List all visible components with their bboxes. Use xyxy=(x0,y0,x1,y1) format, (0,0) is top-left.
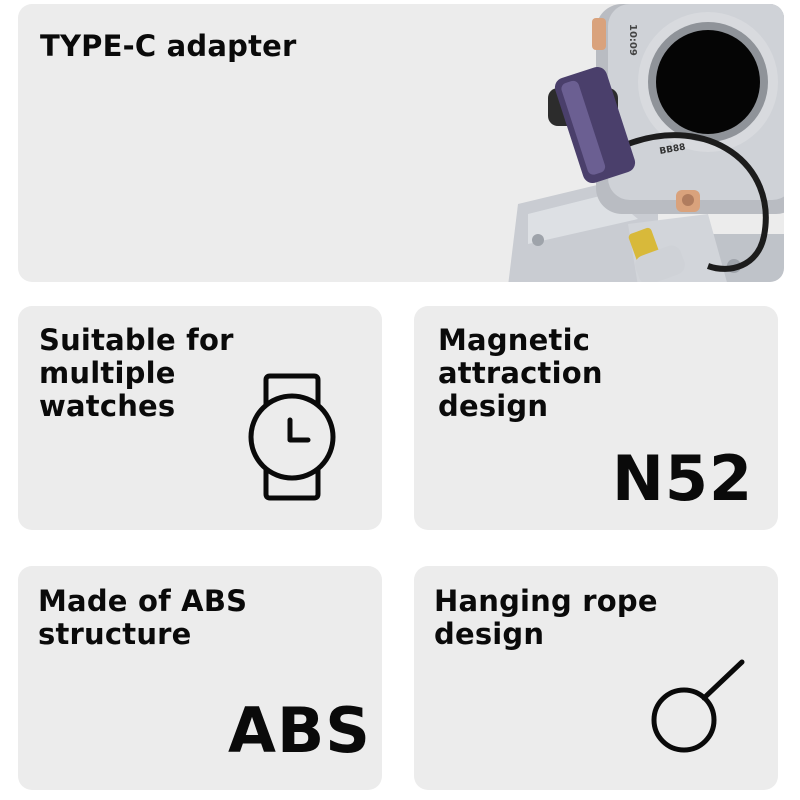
watch-icon xyxy=(244,372,340,502)
rope-card: Hanging rope design xyxy=(414,566,778,790)
material-card-title: Made of ABS structure xyxy=(38,584,248,651)
magnet-grade-badge: N52 xyxy=(612,442,754,515)
magnetic-adapter xyxy=(548,66,636,184)
charger-watch-illustration: 10:09 BB88 xyxy=(508,4,784,282)
watch-bezel-text: BB88 xyxy=(659,143,687,157)
usb-c-plug xyxy=(628,227,685,282)
product-image: 10:09 BB88 xyxy=(508,4,784,282)
adapter-card-title: TYPE-C adapter xyxy=(40,29,297,63)
magnetic-card: Magnetic attraction design N52 xyxy=(414,306,778,530)
compatibility-card-title: Suitable for multiple watches xyxy=(39,323,234,423)
compatibility-card: Suitable for multiple watches xyxy=(18,306,382,530)
adapter-card: TYPE-C adapter 10:09 xyxy=(18,4,784,282)
material-card: Made of ABS structure ABS xyxy=(18,566,382,790)
magnetic-card-title: Magnetic attraction design xyxy=(438,323,603,423)
rope-card-title: Hanging rope design xyxy=(434,584,658,651)
material-badge: ABS xyxy=(228,694,371,767)
watch-time-text: 10:09 xyxy=(627,24,638,56)
watch-case: 10:09 BB88 xyxy=(592,4,784,214)
ring-hook-icon xyxy=(648,656,748,756)
charging-cable xyxy=(626,132,769,272)
